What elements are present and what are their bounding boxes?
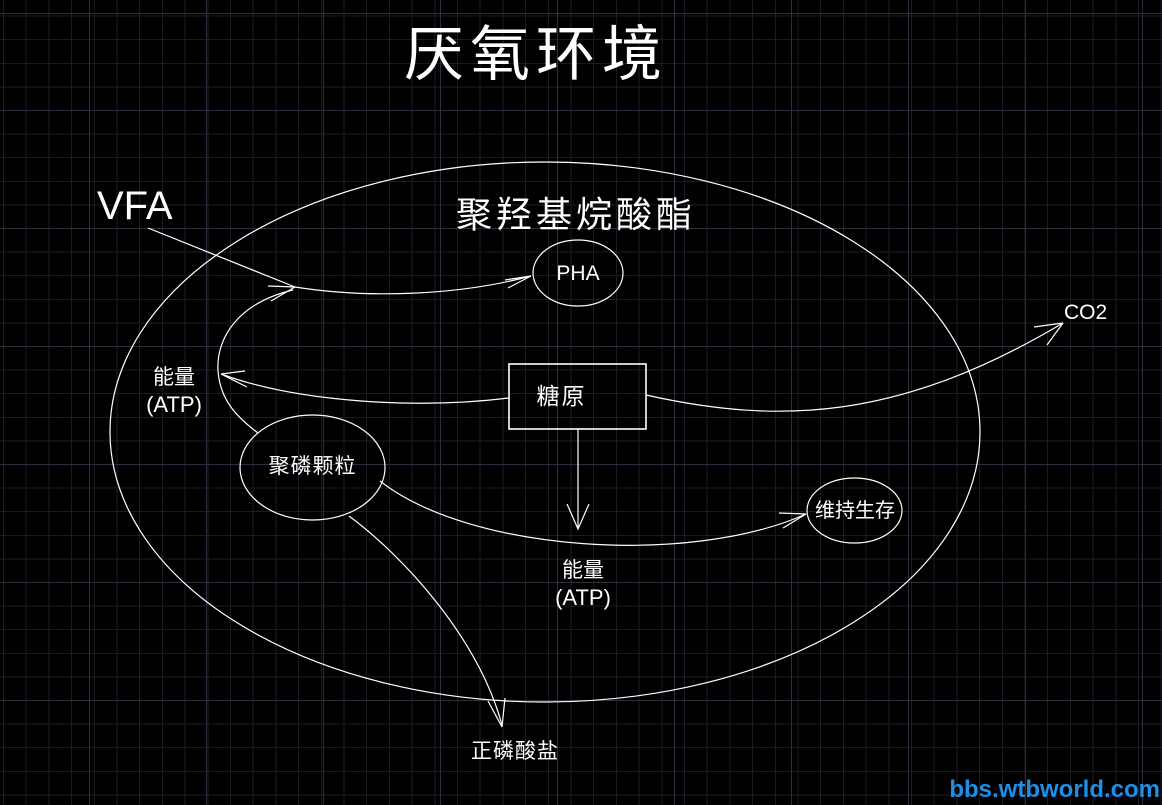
arrowhead-icon xyxy=(778,512,807,529)
atp-text: (ATP) xyxy=(555,585,611,611)
arrowhead-icon xyxy=(220,370,248,388)
energy-text: 能量 xyxy=(562,558,604,582)
polyp-ellipse xyxy=(239,414,386,521)
energy-text: 能量 xyxy=(153,365,195,389)
diagram-title: 厌氧环境 xyxy=(404,22,668,88)
glycogen-label: 糖原 xyxy=(536,383,587,409)
glycogen-to-energy-arrow xyxy=(220,370,510,404)
watermark: bbs.wtbworld.com xyxy=(949,775,1160,803)
polyp-granule-label: 聚磷颗粒 xyxy=(268,454,357,478)
maintain-ellipse xyxy=(806,477,903,544)
energy-atp-left-label: 能量 (ATP) xyxy=(119,365,229,418)
co2-label: CO2 xyxy=(1064,301,1108,324)
arrowhead-icon xyxy=(267,285,296,302)
polyp-to-maintain-arrow xyxy=(379,480,807,546)
atp-text: (ATP) xyxy=(146,392,202,418)
arrowhead-icon xyxy=(566,503,590,531)
vfa-label: VFA xyxy=(97,184,173,228)
outer-environment-ellipse xyxy=(109,161,981,703)
glycogen-down-arrow xyxy=(566,429,590,531)
arrowhead-icon xyxy=(487,697,506,728)
arrowhead-icon xyxy=(1033,322,1064,346)
vfa-input-arrow xyxy=(147,227,296,302)
pha-ellipse xyxy=(532,239,624,307)
vfa-to-pha-curve xyxy=(294,275,532,295)
orthophosphate-label: 正磷酸盐 xyxy=(471,739,559,763)
pha-node-label: PHA xyxy=(556,262,600,285)
polyp-to-orthophosphate-arrow xyxy=(348,515,506,728)
pha-full-name-label: 聚羟基烷酸酯 xyxy=(456,195,697,235)
cycle-left-arc xyxy=(217,289,294,434)
maintain-survival-label: 维持生存 xyxy=(815,500,895,522)
glycogen-to-co2-arrow xyxy=(645,322,1064,412)
arrowhead-icon xyxy=(504,275,532,289)
energy-atp-bottom-label: 能量 (ATP) xyxy=(528,558,638,611)
